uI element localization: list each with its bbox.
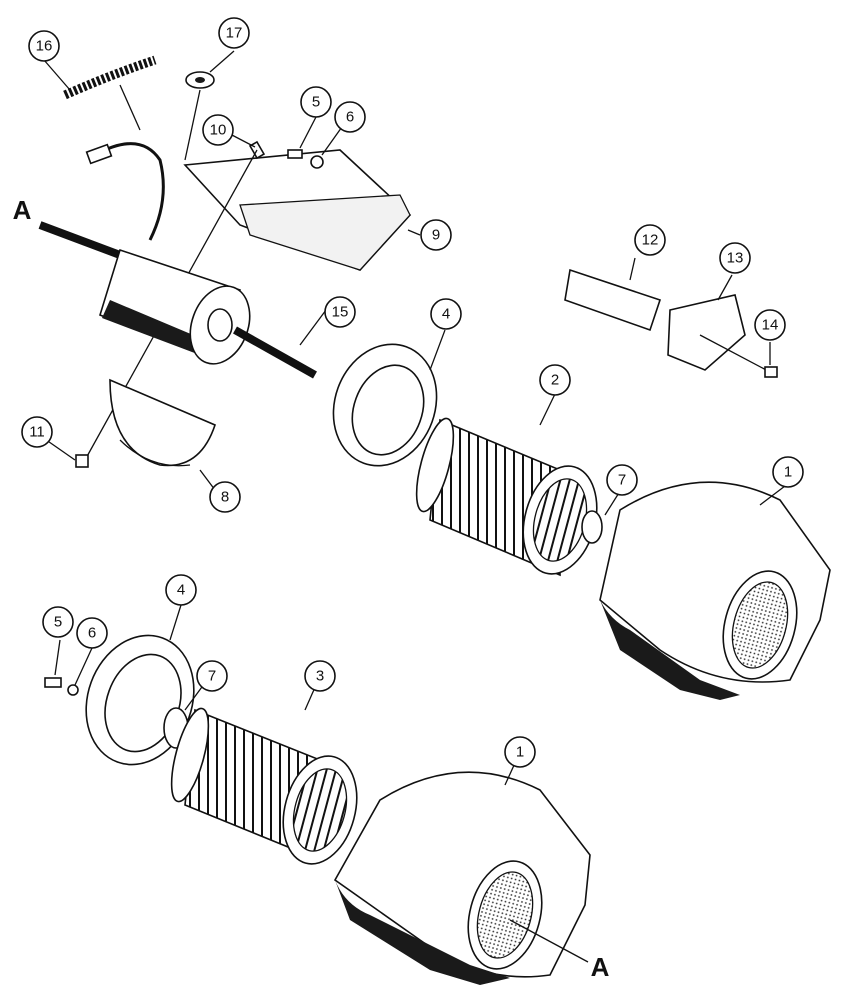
blower-wheel-lower-part (170, 707, 358, 865)
grommet-part (184, 71, 215, 161)
svg-text:11: 11 (29, 424, 45, 441)
callout-5-lower: 5 (42, 606, 74, 638)
svg-text:7: 7 (208, 668, 216, 685)
svg-text:8: 8 (221, 489, 229, 506)
callout-6: 6 (334, 101, 366, 133)
blower-housing-lower-part (333, 771, 591, 985)
svg-text:4: 4 (442, 306, 450, 323)
svg-text:14: 14 (762, 317, 779, 334)
wire-conduit-part (63, 55, 165, 241)
callout-4-upper: 4 (430, 298, 462, 330)
reference-letter-a-top: A (13, 195, 32, 225)
svg-text:15: 15 (332, 304, 349, 321)
callout-7-upper: 7 (606, 464, 638, 496)
callout-8: 8 (209, 481, 241, 513)
callout-5: 5 (300, 86, 332, 118)
mounting-ring-upper-part (332, 343, 438, 467)
screw-parts-lower (44, 677, 79, 696)
svg-text:10: 10 (210, 122, 227, 139)
svg-text:7: 7 (618, 472, 626, 489)
callout-9: 9 (420, 219, 452, 251)
resistor-bracket-parts (564, 268, 778, 378)
callout-10: 10 (202, 114, 234, 146)
svg-text:9: 9 (432, 227, 440, 244)
svg-text:5: 5 (312, 94, 320, 111)
nut-part (75, 454, 89, 468)
svg-text:5: 5 (54, 614, 62, 631)
callout-6-lower: 6 (76, 617, 108, 649)
blower-motor-part (38, 221, 317, 379)
motor-strap-part (109, 378, 216, 491)
callout-11: 11 (21, 416, 53, 448)
callout-4-lower: 4 (165, 574, 197, 606)
callout-7-lower: 7 (196, 660, 228, 692)
svg-text:17: 17 (226, 25, 243, 42)
svg-text:4: 4 (177, 582, 185, 599)
reference-letter-a-bottom: A (591, 952, 610, 982)
callout-3: 3 (304, 660, 336, 692)
callout-2: 2 (539, 364, 571, 396)
clamp-ring-upper-part (581, 510, 603, 544)
blower-wheel-upper-part (415, 417, 598, 577)
callout-13: 13 (719, 242, 751, 274)
svg-text:16: 16 (36, 38, 53, 55)
svg-text:2: 2 (551, 372, 559, 389)
svg-text:1: 1 (516, 744, 524, 761)
callout-15: 15 (324, 296, 356, 328)
callout-16: 16 (28, 30, 60, 62)
svg-text:1: 1 (784, 464, 792, 481)
callout-1-lower: 1 (504, 736, 536, 768)
svg-text:3: 3 (316, 668, 324, 685)
callout-12: 12 (634, 224, 666, 256)
callout-14: 14 (754, 309, 786, 341)
motor-bracket-part (183, 149, 421, 271)
svg-text:6: 6 (346, 109, 354, 126)
svg-text:12: 12 (642, 232, 659, 249)
callout-1-upper: 1 (772, 456, 804, 488)
blower-housing-upper-part (599, 481, 831, 700)
svg-text:6: 6 (88, 625, 96, 642)
svg-text:13: 13 (727, 250, 744, 267)
callout-17: 17 (218, 17, 250, 49)
